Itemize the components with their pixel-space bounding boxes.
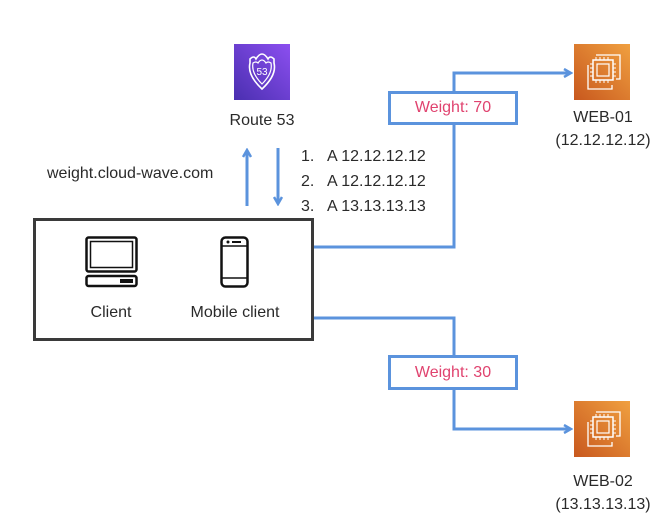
dns-record: 2.A 12.12.12.12 xyxy=(301,173,426,190)
mobile-client-node[interactable] xyxy=(220,236,249,288)
web01-node[interactable] xyxy=(574,44,630,100)
weight-30-badge: Weight: 30 xyxy=(388,355,518,390)
web02-node[interactable] xyxy=(574,401,630,457)
dns-record: 3.A 13.13.13.13 xyxy=(301,198,426,215)
web01-ip: (12.12.12.12) xyxy=(555,132,651,149)
dns-record: 1.A 12.12.12.12 xyxy=(301,148,426,165)
desktop-computer-icon xyxy=(85,236,138,288)
client-label: Client xyxy=(90,304,132,321)
route-web01-line xyxy=(313,73,570,249)
route53-shield-icon: 53 xyxy=(234,44,290,100)
mobile-client-label: Mobile client xyxy=(190,304,280,321)
web01-name: WEB-01 xyxy=(573,109,633,126)
weight-30-label: Weight: 30 xyxy=(414,363,492,381)
weight-70-label: Weight: 70 xyxy=(414,99,492,116)
ec2-instance-icon xyxy=(574,44,630,100)
query-domain: weight.cloud-wave.com xyxy=(47,165,214,182)
ec2-instance-icon xyxy=(574,401,630,457)
route53-node[interactable]: 53 xyxy=(234,44,290,100)
route53-badge-text: 53 xyxy=(256,67,268,78)
client-group-box xyxy=(33,218,314,341)
mobile-phone-icon xyxy=(220,236,249,288)
dns-records-list: 1.A 12.12.12.12 2.A 12.12.12.12 3.A 13.1… xyxy=(301,144,426,219)
web02-name: WEB-02 xyxy=(573,473,633,490)
client-node[interactable] xyxy=(85,236,138,288)
route53-label: Route 53 xyxy=(229,112,295,129)
web02-ip: (13.13.13.13) xyxy=(555,496,651,513)
weight-70-badge: Weight: 70 xyxy=(388,91,518,125)
